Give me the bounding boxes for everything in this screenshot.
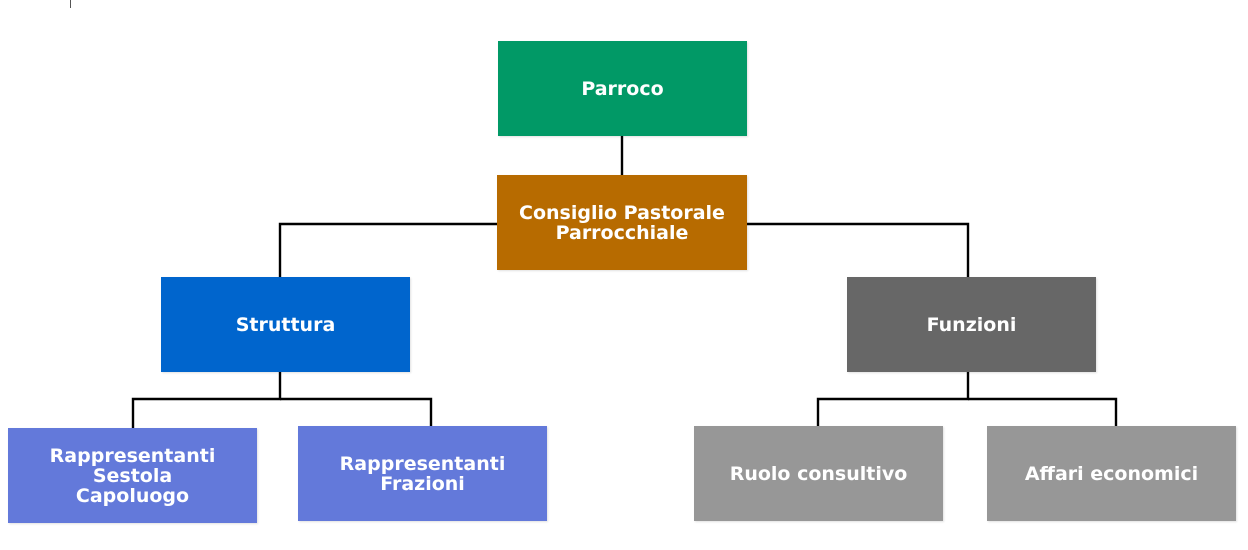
node-rappresentanti-sestola: Rappresentanti Sestola Capoluogo bbox=[8, 428, 257, 523]
edge-funzioni-ruolo bbox=[816, 372, 970, 426]
edge-consiglio-struttura bbox=[278, 222, 497, 277]
node-struttura: Struttura bbox=[161, 277, 410, 372]
node-ruolo-consultivo: Ruolo consultivo bbox=[694, 426, 943, 521]
node-funzioni: Funzioni bbox=[847, 277, 1096, 372]
edge-struttura-frazioni bbox=[280, 397, 433, 426]
edge-funzioni-affari bbox=[968, 397, 1118, 426]
node-rappresentanti-frazioni: Rappresentanti Frazioni bbox=[298, 426, 547, 521]
edge-consiglio-funzioni bbox=[747, 222, 970, 277]
edge-struttura-sestola bbox=[131, 372, 282, 428]
node-consiglio-pastorale: Consiglio Pastorale Parrocchiale bbox=[497, 175, 747, 270]
corner-mark bbox=[70, 0, 71, 8]
node-affari-economici: Affari economici bbox=[987, 426, 1236, 521]
node-parroco: Parroco bbox=[498, 41, 747, 136]
